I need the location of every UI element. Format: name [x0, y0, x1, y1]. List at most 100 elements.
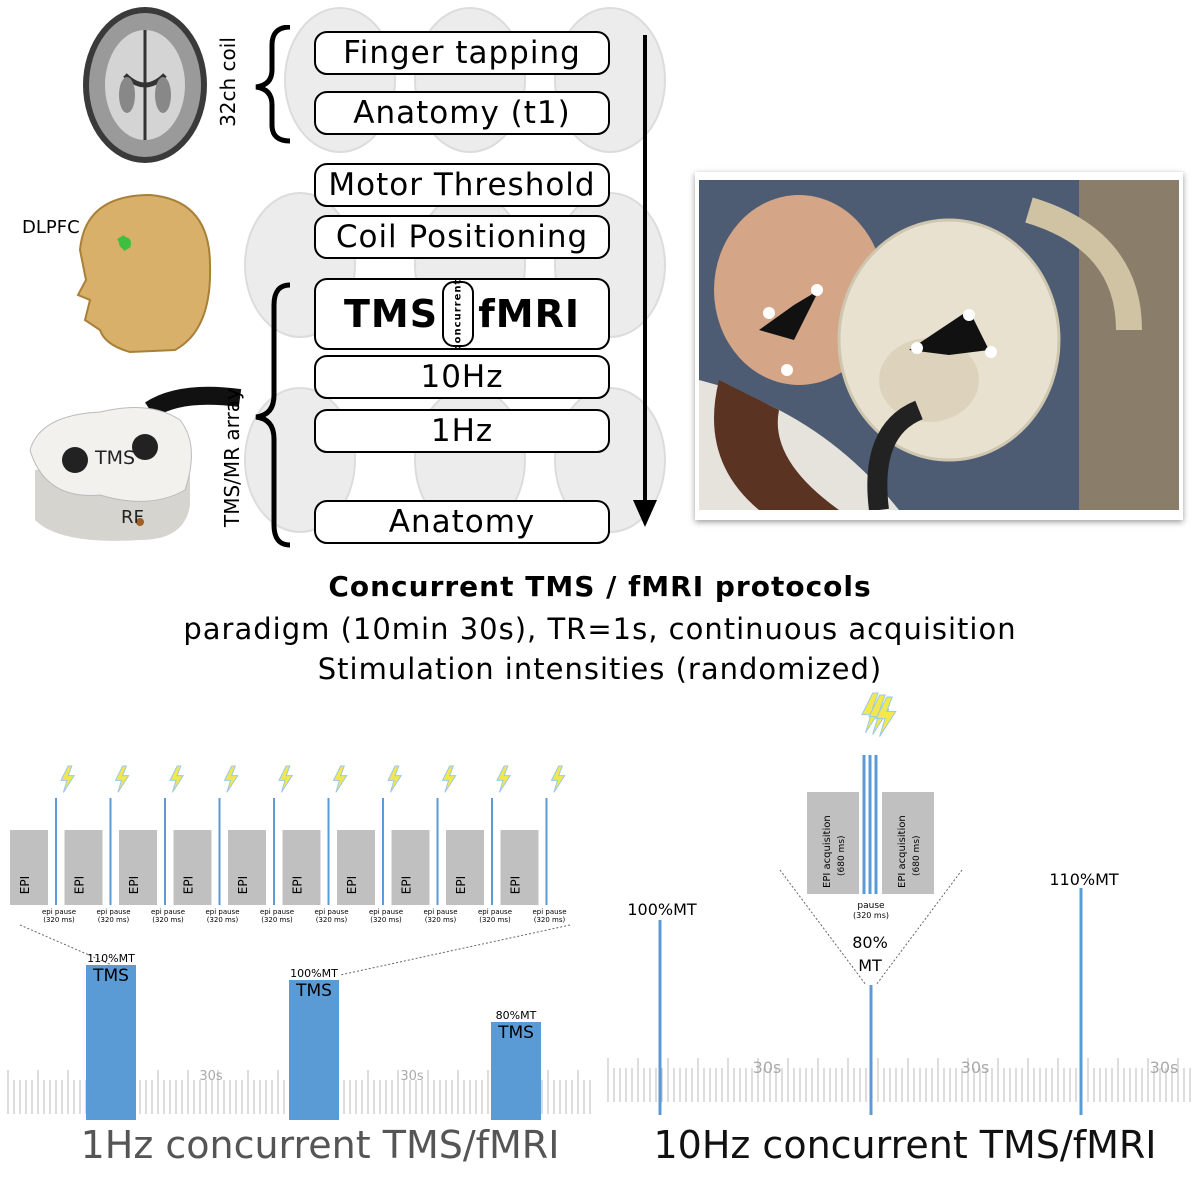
brain-slice-image [83, 7, 207, 163]
step-coil-positioning: Coil Positioning [314, 215, 610, 259]
tms-intensity-label: 80%MT [496, 1009, 537, 1022]
epi-pause-label: epi pause [151, 908, 185, 916]
epi-acquisition-block [882, 792, 934, 894]
pause-label: pause [857, 901, 885, 911]
diagram-10hz-title: 10Hz concurrent TMS/fMRI [653, 1123, 1156, 1167]
step-motor-threshold: Motor Threshold [314, 163, 610, 207]
epi-pause-label: epi pause [205, 908, 239, 916]
epi-label: EPI [509, 876, 523, 894]
epi-label: EPI [345, 876, 359, 894]
epi-pause-duration: (320 ms) [43, 916, 75, 924]
epi-pause-label: epi pause [42, 908, 76, 916]
coil-32ch-label: 32ch coil [216, 37, 240, 127]
interval-label: 30s [1150, 1058, 1179, 1077]
epi-pause-label: epi pause [314, 908, 348, 916]
epi-pause-duration: (320 ms) [479, 916, 511, 924]
pause-duration-label: (320 ms) [853, 911, 889, 920]
interval-label: 30s [753, 1058, 782, 1077]
epi-label: EPI [182, 876, 196, 894]
interval-label: 30s [400, 1069, 424, 1084]
diagram-1hz-title: 1Hz concurrent TMS/fMRI [81, 1123, 560, 1167]
epi-block [64, 830, 103, 905]
device-tms-label: TMS [95, 447, 136, 469]
lightning-bolt-icon [60, 765, 76, 793]
epi-label: EPI [400, 876, 414, 894]
subject-photo [699, 180, 1179, 510]
lightning-bolt-icon [550, 765, 566, 793]
lightning-bolt-icon [496, 765, 512, 793]
epi-pause-label: epi pause [478, 908, 512, 916]
epi-pause-duration: (320 ms) [316, 916, 348, 924]
concurrent-badge: concurrent [442, 278, 475, 350]
lightning-bolt-icon [223, 765, 239, 793]
subject-photo-frame [695, 172, 1183, 520]
tms-block-label: TMS [295, 981, 332, 1001]
epi-block [119, 830, 157, 905]
epi-label: EPI [236, 876, 250, 894]
tms-intensity-label: 100%MT [290, 967, 338, 980]
marker-label-110mt: 110%MT [1049, 870, 1119, 889]
epi-pause-label: epi pause [260, 908, 294, 916]
tms-intensity-label: 110%MT [87, 952, 135, 965]
device-rf-label: RF [121, 507, 144, 528]
zoom-guide-line [339, 924, 571, 976]
epi-pause-duration: (320 ms) [261, 916, 293, 924]
step-tms-fmri: TMS concurrent fMRI [314, 278, 610, 350]
epi-label: EPI [291, 876, 305, 894]
time-arrow [633, 35, 657, 527]
epi-pause-label: epi pause [96, 908, 130, 916]
epi-duration-label: (680 ms) [912, 835, 922, 876]
step-1hz: 1Hz [314, 409, 610, 453]
epi-pause-label: epi pause [369, 908, 403, 916]
epi-label: EPI [73, 876, 87, 894]
lightning-bolt-icon [278, 765, 294, 793]
epi-label: EPI [454, 876, 468, 894]
epi-pause-duration: (320 ms) [534, 916, 566, 924]
lightning-bolt-icon [441, 765, 457, 793]
fmri-label: fMRI [478, 292, 580, 336]
epi-block [173, 830, 212, 905]
epi-label: EPI [127, 876, 141, 894]
step-anatomy-t1: Anatomy (t1) [314, 91, 610, 135]
epi-pause-duration: (320 ms) [425, 916, 457, 924]
epi-acquisition-label: EPI acquisition [897, 815, 908, 888]
tms-block [491, 1022, 541, 1120]
epi-acquisition-block [807, 792, 859, 894]
caption-line2: paradigm (10min 30s), TR=1s, continuous … [183, 612, 1017, 646]
step-finger-tapping: Finger tapping [314, 31, 610, 75]
epi-pause-duration: (320 ms) [98, 916, 130, 924]
epi-pause-label: epi pause [423, 908, 457, 916]
epi-block [391, 830, 430, 905]
marker-label-100mt: 100%MT [627, 900, 697, 919]
marker-label-mt: MT [858, 956, 882, 975]
epi-block [228, 830, 266, 905]
epi-acquisition-label: EPI acquisition [822, 815, 833, 888]
epi-label: EPI [18, 876, 32, 894]
lightning-bolt-icon [114, 765, 130, 793]
tms-mr-array-label: TMS/MR array [220, 388, 244, 527]
caption-line3: Stimulation intensities (randomized) [317, 652, 883, 686]
brace-graphics [255, 25, 291, 548]
lightning-bolt-icon [875, 696, 897, 737]
dlpfc-label: DLPFC [22, 217, 80, 238]
epi-block [337, 830, 375, 905]
marker-label-80: 80% [852, 933, 888, 952]
lightning-bolt-icon [332, 765, 348, 793]
step-anatomy: Anatomy [314, 500, 610, 544]
epi-block [446, 830, 484, 905]
epi-pause-duration: (320 ms) [207, 916, 239, 924]
epi-pause-duration: (320 ms) [370, 916, 402, 924]
lightning-bolt-icon [387, 765, 403, 793]
epi-block [10, 830, 48, 905]
epi-pause-duration: (320 ms) [152, 916, 184, 924]
tms-block-label: TMS [497, 1023, 534, 1043]
timeline-ticks-10hz [607, 1058, 1191, 1102]
tms-block [86, 965, 136, 1120]
epi-pause-label: epi pause [532, 908, 566, 916]
tms-block-label: TMS [92, 966, 129, 986]
zoom-guide-line [19, 924, 113, 966]
epi-block [500, 830, 539, 905]
tms-label: TMS [344, 292, 439, 336]
epi-duration-label: (680 ms) [837, 835, 847, 876]
tms-block [289, 980, 339, 1120]
